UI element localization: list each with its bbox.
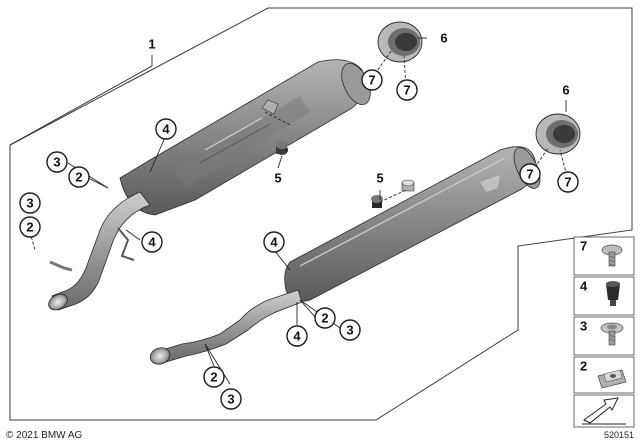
- callout-5-upper: 5: [274, 171, 281, 186]
- upper-inlet-pipe: [51, 191, 151, 311]
- svg-text:3: 3: [346, 323, 353, 338]
- svg-text:2: 2: [75, 170, 82, 185]
- svg-text:7: 7: [526, 167, 533, 182]
- upper-tail-trim: [377, 21, 423, 63]
- lower-pipe-end: [149, 347, 171, 365]
- legend-item-3: 3: [573, 316, 635, 356]
- upper-rubber-mount: [276, 141, 288, 155]
- legend-item-2: 2: [573, 356, 635, 394]
- callout-4-lower-a: 4: [263, 231, 285, 253]
- copyright-text: © 2021 BMW AG: [6, 430, 83, 441]
- rubber-mount-icon: [606, 281, 620, 306]
- callout-2-upper-b: 2: [19, 216, 41, 238]
- hardware-legend: 7 4 3: [573, 236, 635, 428]
- callout-7-lower-a: 7: [519, 163, 541, 185]
- svg-text:3: 3: [580, 319, 587, 334]
- svg-text:2: 2: [321, 311, 328, 326]
- lower-tail-trim: [535, 113, 581, 155]
- screw-icon: [601, 244, 623, 267]
- upper-muffler-assembly: [48, 21, 423, 311]
- svg-text:4: 4: [270, 235, 278, 250]
- svg-text:7: 7: [403, 83, 410, 98]
- lower-hanger-pin: [401, 179, 415, 192]
- upper-pipe-end: [48, 293, 68, 311]
- svg-text:2: 2: [26, 220, 33, 235]
- svg-text:4: 4: [162, 122, 170, 137]
- lower-muffler-assembly: [149, 113, 581, 365]
- svg-text:7: 7: [580, 239, 587, 254]
- callout-7-upper-b: 7: [396, 79, 418, 101]
- callout-4-upper-b: 4: [141, 231, 163, 253]
- callout-2-lower-a: 2: [314, 307, 336, 329]
- legend-item-4: 4: [573, 276, 635, 316]
- callout-2-upper-a: 2: [68, 166, 90, 188]
- callout-3-upper-b: 3: [19, 192, 41, 214]
- callout-4-upper: 4: [155, 118, 177, 140]
- legend-item-7: 7: [573, 236, 635, 276]
- svg-text:7: 7: [564, 175, 571, 190]
- svg-text:7: 7: [368, 73, 375, 88]
- direction-arrow-icon: [583, 397, 619, 424]
- svg-text:3: 3: [26, 196, 33, 211]
- diagram-number: 520151: [603, 430, 634, 440]
- callout-7-upper-a: 7: [361, 69, 383, 91]
- callout-3-upper-a: 3: [46, 151, 68, 173]
- svg-text:2: 2: [580, 359, 587, 374]
- callout-3-lower-b: 3: [220, 388, 242, 410]
- lower-silencer-body: [284, 146, 537, 302]
- svg-text:3: 3: [227, 392, 234, 407]
- clip-nut-icon: [597, 369, 627, 389]
- callout-6-lower: 6: [562, 83, 569, 98]
- callout-2-lower-b: 2: [203, 366, 225, 388]
- svg-text:4: 4: [148, 235, 156, 250]
- leader-lines: [9, 37, 569, 385]
- callout-7-lower-b: 7: [557, 171, 579, 193]
- callout-1: 1: [148, 37, 155, 52]
- svg-text:6: 6: [440, 31, 447, 46]
- svg-text:4: 4: [293, 329, 301, 344]
- callout-3-lower-a: 3: [339, 319, 361, 341]
- svg-text:4: 4: [580, 279, 588, 294]
- callouts: 1 6 7 7 6 7 7 4 5 3 2 3: [19, 31, 579, 410]
- callout-5-lower: 5: [376, 171, 383, 186]
- callout-4-lower-b: 4: [286, 325, 308, 347]
- svg-text:3: 3: [53, 155, 60, 170]
- lower-inlet-pipe: [161, 289, 303, 363]
- legend-arrow-box: [573, 394, 635, 428]
- callout-6-upper: 6: [440, 31, 447, 46]
- svg-text:6: 6: [562, 83, 569, 98]
- svg-text:2: 2: [210, 370, 217, 385]
- flange-screw-icon: [600, 322, 624, 346]
- assembly-frame: [9, 7, 633, 421]
